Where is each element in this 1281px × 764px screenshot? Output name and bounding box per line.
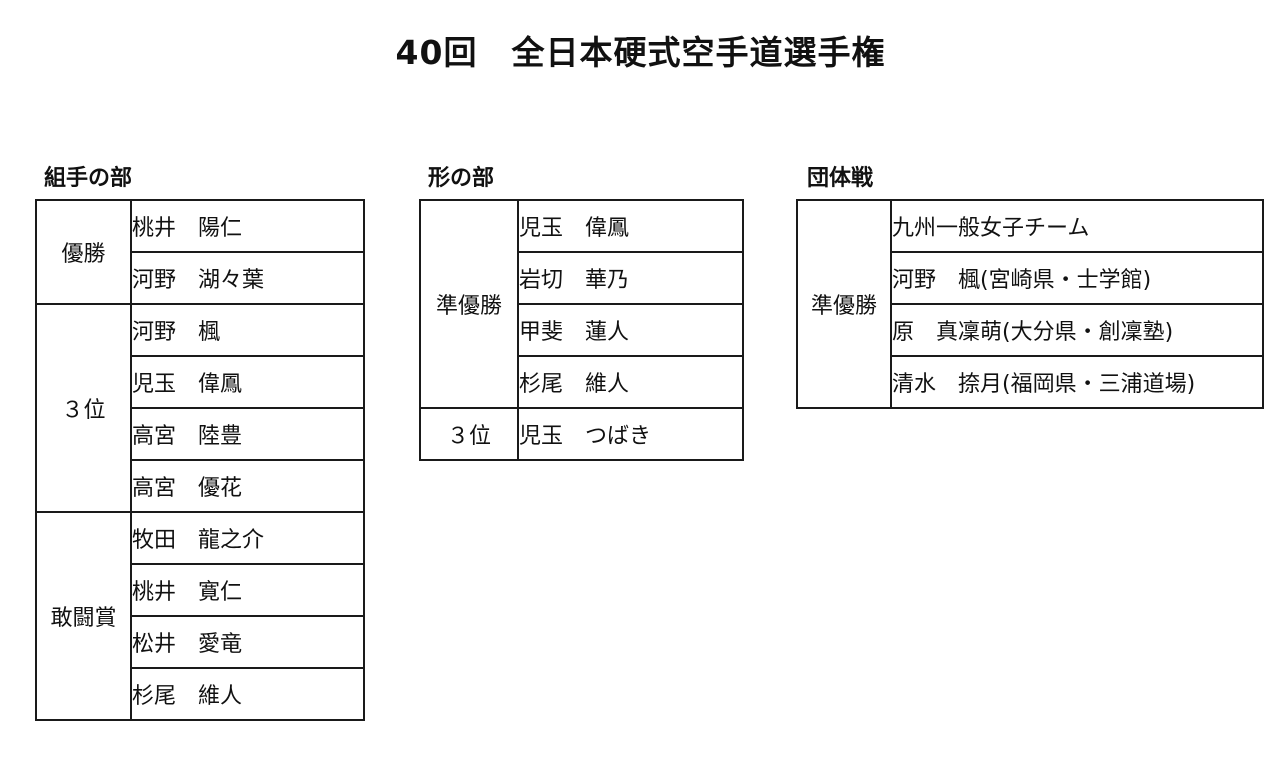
table-row: 河野 湖々葉 — [36, 251, 365, 305]
kata-third-name-1: 児玉 つばき — [517, 407, 744, 461]
table-row: 高宮 陸豊 — [36, 407, 365, 461]
kumite-fighting-spirit-name-4: 杉尾 維人 — [130, 667, 365, 721]
table-row: 甲斐 蓮人 — [420, 303, 744, 357]
table-row: 杉尾 維人 — [420, 355, 744, 409]
table-row: 岩切 華乃 — [420, 251, 744, 305]
kumite-third-name-4: 高宮 優花 — [130, 459, 365, 513]
kumite-winner-label: 優勝 — [35, 199, 132, 305]
team-heading: 団体戦 — [807, 166, 874, 191]
kata-runner-up-name-4: 杉尾 維人 — [517, 355, 744, 409]
kumite-table: 優勝 桃井 陽仁 河野 湖々葉 ３位 河野 楓 児玉 偉鳳 高宮 陸豊 高宮 優… — [35, 199, 365, 721]
team-member-2: 原 真凜萌(大分県・創凜塾) — [890, 303, 1264, 357]
table-row: 清水 捺月(福岡県・三浦道場) — [797, 355, 1264, 409]
table-row: 高宮 優花 — [36, 459, 365, 513]
table-row: 児玉 偉鳳 — [36, 355, 365, 409]
kumite-winner-name-2: 河野 湖々葉 — [130, 251, 365, 305]
kata-table: 準優勝 児玉 偉鳳 岩切 華乃 甲斐 蓮人 杉尾 維人 ３位 児玉 つばき — [419, 199, 744, 461]
team-member-3: 清水 捺月(福岡県・三浦道場) — [890, 355, 1264, 409]
table-row: 松井 愛竜 — [36, 615, 365, 669]
page-title: 40回 全日本硬式空手道選手権 — [395, 33, 886, 72]
kumite-fighting-spirit-name-2: 桃井 寛仁 — [130, 563, 365, 617]
table-row: 原 真凜萌(大分県・創凜塾) — [797, 303, 1264, 357]
kata-heading: 形の部 — [428, 166, 495, 191]
kata-runner-up-name-3: 甲斐 蓮人 — [517, 303, 744, 357]
table-row: 準優勝 児玉 偉鳳 — [419, 199, 744, 409]
table-row: 準優勝 九州一般女子チーム — [796, 199, 1264, 409]
table-row: ３位 河野 楓 — [35, 303, 365, 513]
kumite-heading: 組手の部 — [44, 166, 133, 191]
table-row: 河野 楓(宮崎県・士学館) — [797, 251, 1264, 305]
team-member-1: 河野 楓(宮崎県・士学館) — [890, 251, 1264, 305]
table-row: 優勝 桃井 陽仁 — [35, 199, 365, 305]
kumite-winner-name-1: 桃井 陽仁 — [130, 199, 365, 253]
team-runner-up-label: 準優勝 — [796, 199, 892, 409]
team-table: 準優勝 九州一般女子チーム 河野 楓(宮崎県・士学館) 原 真凜萌(大分県・創凜… — [796, 199, 1264, 409]
kata-runner-up-name-1: 児玉 偉鳳 — [517, 199, 744, 253]
table-row: 敢闘賞 牧田 龍之介 — [35, 511, 365, 721]
kata-runner-up-name-2: 岩切 華乃 — [517, 251, 744, 305]
kumite-fighting-spirit-label: 敢闘賞 — [35, 511, 132, 721]
table-row: 杉尾 維人 — [36, 667, 365, 721]
kumite-third-name-2: 児玉 偉鳳 — [130, 355, 365, 409]
kumite-third-label: ３位 — [35, 303, 132, 513]
kumite-third-name-1: 河野 楓 — [130, 303, 365, 357]
kata-runner-up-label: 準優勝 — [419, 199, 519, 409]
team-name: 九州一般女子チーム — [890, 199, 1264, 253]
kumite-fighting-spirit-name-3: 松井 愛竜 — [130, 615, 365, 669]
table-row: ３位 児玉 つばき — [419, 407, 744, 461]
kata-third-label: ３位 — [419, 407, 519, 461]
kumite-third-name-3: 高宮 陸豊 — [130, 407, 365, 461]
kumite-fighting-spirit-name-1: 牧田 龍之介 — [130, 511, 365, 565]
table-row: 桃井 寛仁 — [36, 563, 365, 617]
